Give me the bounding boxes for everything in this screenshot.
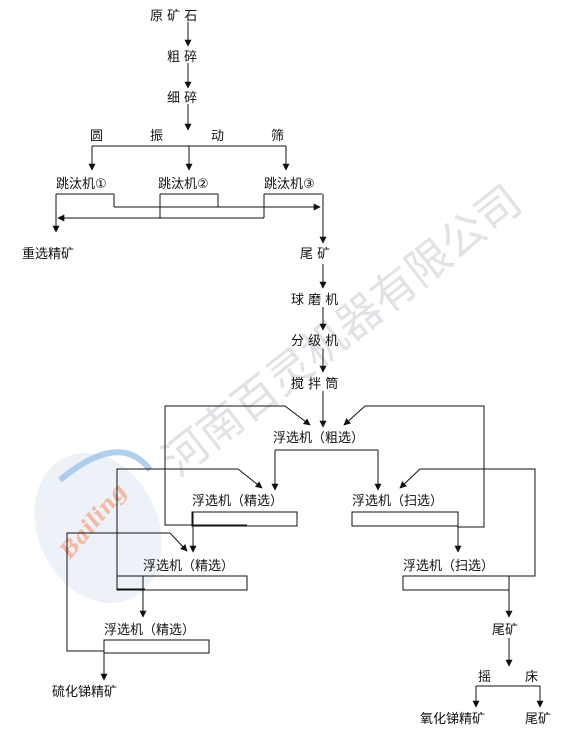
- node-raw-ore: 原 矿 石: [150, 9, 197, 24]
- node-jig2: 跳汰机②: [158, 177, 209, 192]
- node-oxide-concentrate: 氧化锑精矿: [420, 712, 485, 727]
- node-flot-clean1: 浮选机（精选）: [192, 494, 283, 509]
- edge-scav2-return: [399, 468, 536, 577]
- node-gravity-concentrate: 重选精矿: [22, 246, 74, 262]
- node-jig1: 跳汰机①: [56, 177, 107, 192]
- node-circular-screen: 圆 振 动 筛: [90, 129, 284, 144]
- edge-clean3-return: [66, 532, 188, 652]
- screen-char-2: 振: [150, 129, 163, 144]
- node-coarse-crush: 粗 碎: [167, 50, 197, 65]
- table-char-1: 摇: [478, 670, 491, 685]
- watermark: 河南百灵机器有限公司 Bailing: [34, 176, 531, 604]
- node-flot-clean3: 浮选机（精选）: [104, 623, 195, 638]
- node-flot-scav2: 浮选机（扫选）: [403, 559, 494, 574]
- node-ball-mill: 球 磨 机: [291, 293, 338, 308]
- node-shaking-table: 摇 床: [478, 670, 538, 685]
- scav1-box: [351, 511, 459, 527]
- node-tailings-3: 尾矿: [525, 712, 551, 727]
- edge-scav1-return: [343, 405, 485, 528]
- screen-char-1: 圆: [90, 129, 103, 144]
- clean2-box: [116, 575, 248, 591]
- node-classifier: 分 级 机: [291, 334, 338, 349]
- node-flot-scav1: 浮选机（扫选）: [352, 494, 443, 509]
- edge-clean2-return: [116, 468, 263, 590]
- watermark-logo: Bailing: [34, 449, 162, 604]
- table-char-2: 床: [525, 670, 538, 685]
- screen-char-3: 动: [211, 129, 224, 144]
- clean3-box: [103, 639, 210, 654]
- node-agitator: 搅 拌 筒: [291, 376, 338, 392]
- node-tailings-2: 尾矿: [492, 623, 518, 638]
- screen-char-4: 筛: [271, 129, 284, 144]
- scav2-box: [402, 575, 510, 591]
- node-jig3: 跳汰机③: [264, 177, 315, 192]
- node-tailings-1: 尾 矿: [300, 247, 330, 262]
- node-flot-rough: 浮选机（粗选）: [273, 431, 364, 446]
- node-flot-clean2: 浮选机（精选）: [143, 559, 234, 574]
- clean1-box: [191, 511, 298, 527]
- node-sulfide-concentrate: 硫化锑精矿: [52, 685, 117, 700]
- node-fine-crush: 细 碎: [167, 91, 197, 106]
